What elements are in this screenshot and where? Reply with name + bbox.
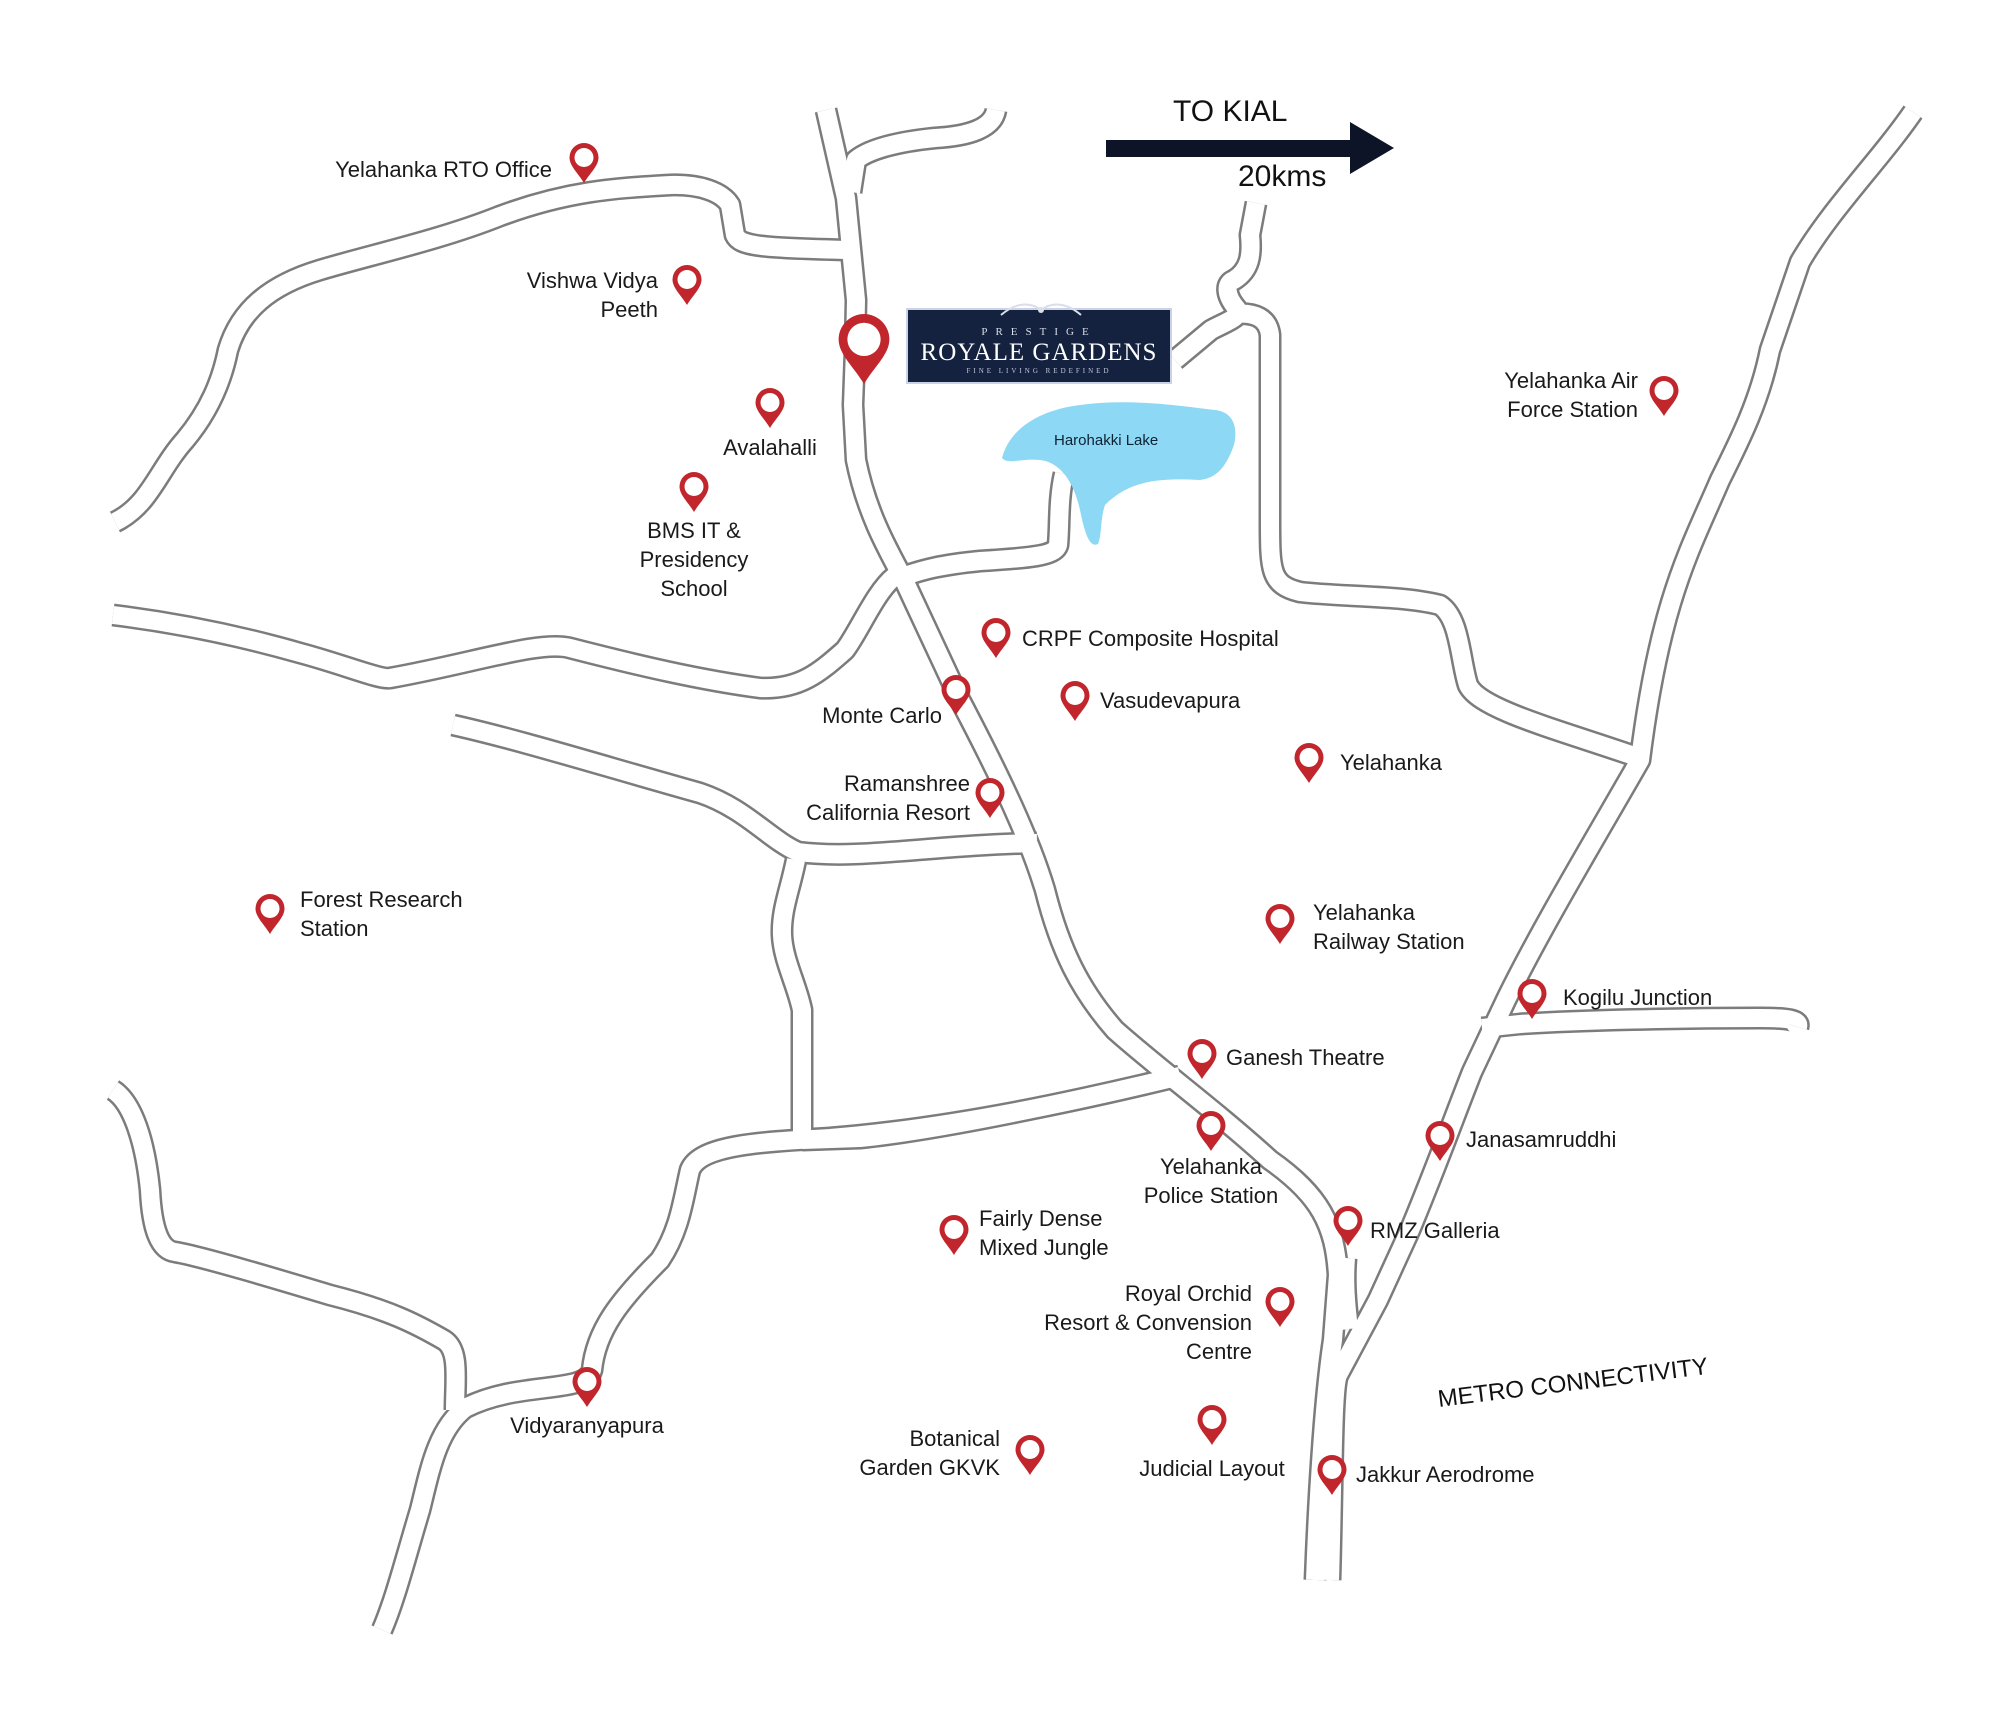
- location-pin-icon[interactable]: [1648, 375, 1680, 417]
- place-label-vasudevapura: Vasudevapura: [1100, 688, 1241, 713]
- location-pin-icon[interactable]: [571, 1366, 603, 1408]
- place-label-yelahanka: Yelahanka: [1340, 750, 1442, 775]
- project-logo: PRESTIGE ROYALE GARDENS FINE LIVING REDE…: [906, 303, 1172, 384]
- place-label-ganesh-theatre: Ganesh Theatre: [1226, 1045, 1385, 1070]
- logo-line2: ROYALE GARDENS: [920, 339, 1158, 366]
- location-pin-icon[interactable]: [974, 777, 1006, 819]
- location-pin-icon[interactable]: [1264, 903, 1296, 945]
- location-pin-icon[interactable]: [1014, 1434, 1046, 1476]
- lake-harohakki: [1002, 402, 1236, 545]
- kial-arrow: [1106, 122, 1394, 174]
- kial-title: TO KIAL: [1173, 95, 1288, 128]
- place-label-vidyaranyapura: Vidyaranyapura: [510, 1413, 664, 1438]
- place-label-kogilu-junction: Kogilu Junction: [1563, 985, 1713, 1010]
- place-label-avalahalli: Avalahalli: [723, 435, 817, 460]
- logo-ornament: [1000, 303, 1082, 316]
- location-pin-icon[interactable]: [678, 471, 710, 513]
- location-pin-icon[interactable]: [1196, 1404, 1228, 1446]
- location-pin-icon[interactable]: [1316, 1454, 1348, 1496]
- location-pin-icon[interactable]: [1293, 742, 1325, 784]
- place-label-crpf-composite-hospital: CRPF Composite Hospital: [1022, 626, 1279, 651]
- location-pin-icon[interactable]: [568, 142, 600, 184]
- place-label-jakkur-aerodrome: Jakkur Aerodrome: [1356, 1462, 1535, 1487]
- lake-label: Harohakki Lake: [1054, 432, 1159, 449]
- place-label-judicial-layout: Judicial Layout: [1139, 1456, 1285, 1481]
- location-pin-icon[interactable]: [1424, 1120, 1456, 1162]
- location-pin-icon[interactable]: [938, 1214, 970, 1256]
- location-pin-icon[interactable]: [980, 617, 1012, 659]
- project-location-pin-icon[interactable]: [836, 312, 892, 386]
- place-label-janasamruddhi: Janasamruddhi: [1466, 1127, 1617, 1152]
- kial-distance: 20kms: [1238, 160, 1327, 193]
- location-pin-icon[interactable]: [754, 387, 786, 429]
- place-label-rmz-galleria: RMZ Galleria: [1370, 1218, 1500, 1243]
- location-pin-icon[interactable]: [940, 674, 972, 716]
- location-pin-icon[interactable]: [254, 893, 286, 935]
- location-pin-icon[interactable]: [671, 264, 703, 306]
- place-label-yelahanka-rto-office: Yelahanka RTO Office: [335, 157, 552, 182]
- location-pin-icon[interactable]: [1332, 1205, 1364, 1247]
- place-label-monte-carlo: Monte Carlo: [822, 703, 942, 728]
- location-pin-icon[interactable]: [1059, 680, 1091, 722]
- location-pin-icon[interactable]: [1516, 978, 1548, 1020]
- logo-line1: PRESTIGE: [981, 326, 1097, 338]
- location-pin-icon[interactable]: [1195, 1110, 1227, 1152]
- location-pin-icon[interactable]: [1186, 1038, 1218, 1080]
- location-pin-icon[interactable]: [1264, 1286, 1296, 1328]
- logo-line3: FINE LIVING REDEFINED: [966, 367, 1112, 375]
